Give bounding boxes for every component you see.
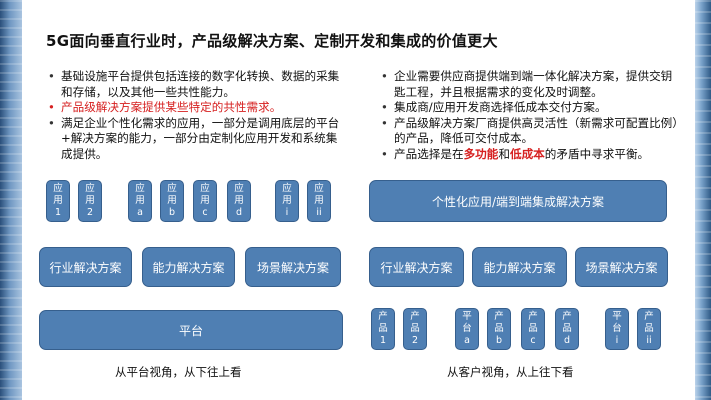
app-char: 用 [85, 195, 95, 206]
product-char: 品 [378, 323, 388, 334]
product-char: 品 [410, 323, 420, 334]
app-char: 应 [234, 183, 244, 194]
app-id: c [202, 207, 208, 218]
highlight-multifunction: 多功能 [463, 146, 499, 161]
app-char: 应 [200, 183, 210, 194]
app-id: i [285, 207, 289, 218]
right-bullet-list: 企业需要供应商提供端到端一体化解决方案，提供交钥匙工程，并且根据需求的变化及时调… [379, 69, 679, 162]
app-char: 用 [53, 195, 63, 206]
product-id: i [615, 335, 619, 346]
right-capability-solution-box: 能力解决方案 [472, 247, 567, 287]
right-caption: 从客户视角，从上往下看 [447, 365, 574, 379]
product-id: c [530, 335, 536, 346]
product-char: 产 [494, 311, 504, 322]
bullet-text: 产品选择是在 [394, 146, 464, 161]
app-id: 1 [54, 207, 62, 218]
product-char: 产 [562, 311, 572, 322]
app-id: b [168, 207, 176, 218]
product-char: 产 [410, 311, 420, 322]
right-bullet-2: 集成商/应用开发商选择低成本交付方案。 [379, 100, 679, 116]
right-bullet-4: 产品选择是在多功能和低成本的矛盾中寻求平衡。 [379, 147, 679, 163]
right-bullet-3: 产品级解决方案厂商提供高灵活性（新需求可配置比例）的产品，降低可交付成本。 [379, 116, 679, 147]
app-char: 应 [85, 183, 95, 194]
slide-title: 5G面向垂直行业时，产品级解决方案、定制开发和集成的价值更大 [46, 32, 498, 50]
app-char: 应 [53, 183, 63, 194]
product-char: 台 [462, 323, 472, 334]
product-id: ii [646, 335, 652, 346]
left-bullet-list: 基础设施平台提供包括连接的数字化转换、数据的采集和存储，以及其他一些共性能力。 … [46, 69, 346, 162]
product-char: 品 [644, 323, 654, 334]
right-industry-solution-box: 行业解决方案 [369, 247, 464, 287]
app-char: 用 [167, 195, 177, 206]
product-char: 台 [612, 323, 622, 334]
platform-box: 平台 [39, 310, 343, 350]
left-caption: 从平台视角，从下往上看 [115, 365, 242, 379]
left-capability-solution-box: 能力解决方案 [142, 247, 235, 287]
left-industry-solution-box: 行业解决方案 [39, 247, 132, 287]
app-id: d [235, 207, 243, 218]
highlight-low-cost: 低成本 [509, 146, 545, 161]
bullet-text: 的矛盾中寻求平衡。 [544, 146, 650, 161]
app-char: 用 [314, 195, 324, 206]
app-char: 用 [234, 195, 244, 206]
app-char: 应 [282, 183, 292, 194]
app-char: 应 [314, 183, 324, 194]
left-scenario-solution-box: 场景解决方案 [245, 247, 341, 287]
product-char: 平 [612, 311, 622, 322]
product-id: d [563, 335, 571, 346]
product-char: 平 [462, 311, 472, 322]
integrated-solution-box: 个性化应用/端到端集成解决方案 [369, 180, 667, 222]
product-id: a [464, 335, 470, 346]
right-scenario-solution-box: 场景解决方案 [575, 247, 668, 287]
app-char: 应 [167, 183, 177, 194]
product-char: 产 [528, 311, 538, 322]
app-id: 2 [86, 207, 94, 218]
bullet-text: 和 [498, 146, 510, 161]
product-char: 产 [644, 311, 654, 322]
app-char: 应 [135, 183, 145, 194]
app-char: 用 [200, 195, 210, 206]
left-bullet-2: 产品级解决方案提供某些特定的共性需求。 [46, 100, 346, 116]
right-bullet-1: 企业需要供应商提供端到端一体化解决方案，提供交钥匙工程，并且根据需求的变化及时调… [379, 69, 679, 100]
app-char: 用 [135, 195, 145, 206]
app-id: a [137, 207, 143, 218]
product-id: b [495, 335, 503, 346]
right-decorative-strip [695, 0, 711, 400]
product-id: 1 [379, 335, 387, 346]
product-id: 2 [411, 335, 419, 346]
product-char: 产 [378, 311, 388, 322]
app-id: ii [316, 207, 322, 218]
product-char: 品 [494, 323, 504, 334]
product-char: 品 [562, 323, 572, 334]
left-decorative-strip [0, 0, 22, 400]
left-bullet-1: 基础设施平台提供包括连接的数字化转换、数据的采集和存储，以及其他一些共性能力。 [46, 69, 346, 100]
left-bullet-3: 满足企业个性化需求的应用，一部分是调用底层的平台+解决方案的能力，一部分由定制化… [46, 116, 346, 163]
app-char: 用 [282, 195, 292, 206]
product-char: 品 [528, 323, 538, 334]
